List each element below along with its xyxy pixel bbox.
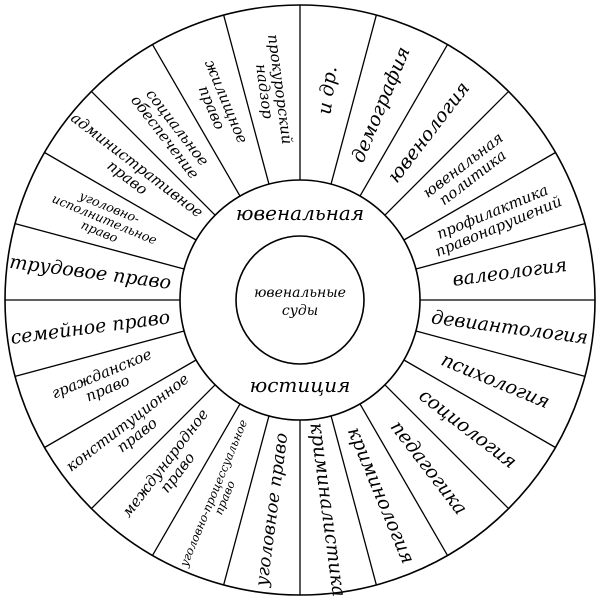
ring-label-top: ювенальная bbox=[236, 201, 364, 225]
ring-label-bottom: юстиция bbox=[250, 373, 351, 397]
segment-divider bbox=[330, 415, 377, 586]
segment-divider bbox=[90, 90, 216, 216]
center-label-line-2: суды bbox=[282, 303, 318, 319]
segment-divider bbox=[403, 151, 556, 241]
segment-divider bbox=[330, 14, 377, 185]
segment-divider bbox=[384, 384, 510, 510]
segment-divider bbox=[14, 223, 185, 270]
segment-divider bbox=[359, 403, 449, 556]
segment-divider bbox=[151, 44, 241, 197]
segment-divider bbox=[44, 359, 197, 449]
segment-divider bbox=[223, 415, 270, 586]
center-circle bbox=[235, 235, 365, 365]
segment-divider bbox=[151, 403, 241, 556]
center-label-line-1: ювенальные bbox=[254, 285, 346, 301]
segment-divider bbox=[90, 384, 216, 510]
segment-divider bbox=[44, 151, 197, 241]
segment-divider bbox=[14, 330, 185, 377]
segment-divider bbox=[415, 223, 586, 270]
segment-divider bbox=[359, 44, 449, 197]
segment-divider bbox=[223, 14, 270, 185]
segment-divider bbox=[384, 90, 510, 216]
segment-dividers bbox=[5, 5, 595, 595]
segment-divider bbox=[403, 359, 556, 449]
segment-divider bbox=[415, 330, 586, 377]
